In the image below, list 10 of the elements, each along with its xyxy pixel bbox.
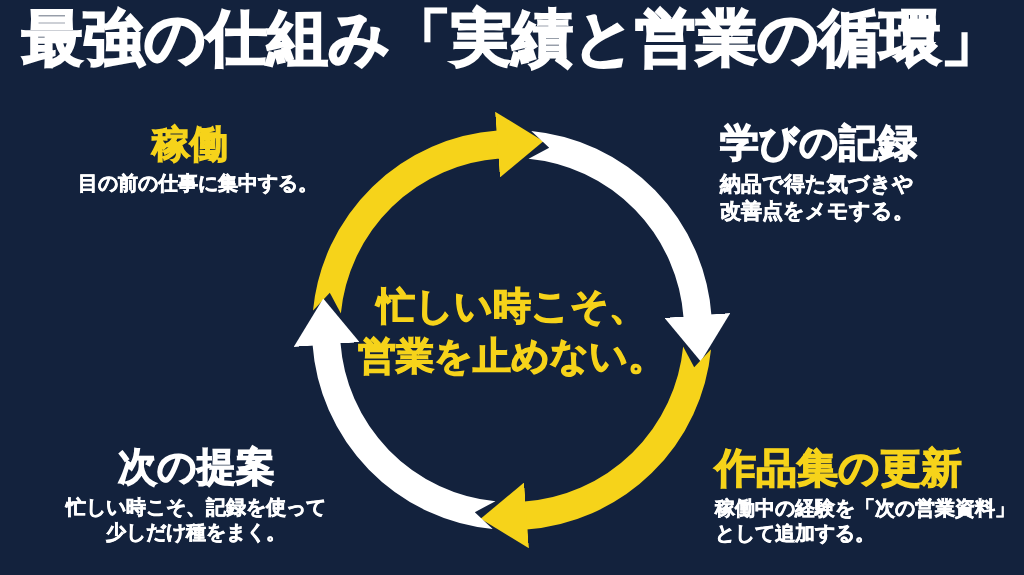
title: 最強の仕組み「実績と営業の循環」 (21, 2, 1003, 74)
step-description: 納品で得た気づきや改善点をメモする。 (720, 171, 915, 225)
step-heading: 次の提案 (117, 445, 275, 490)
step-description: 忙しい時こそ、記録を使って少しだけ種をまく。 (64, 495, 327, 546)
step-heading: 学びの記録 (720, 121, 917, 166)
step-heading: 作品集の更新 (715, 445, 962, 493)
slogan-text: 忙しい時こそ、営業を止めない。 (357, 283, 667, 381)
step-description: 稼働中の経験を「次の営業資料」として追加する。 (715, 496, 1016, 547)
step-description: 目の前の仕事に集中する。 (78, 171, 318, 197)
step-heading: 稼働 (152, 123, 228, 167)
